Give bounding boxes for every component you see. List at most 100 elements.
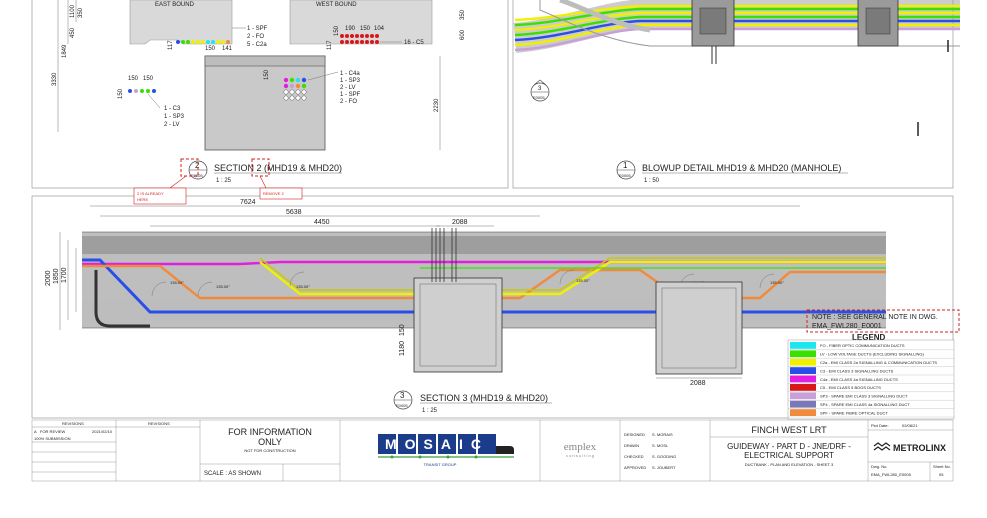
left-duct-group [128,89,156,93]
title-block: REVISIONS REVISIONS A FOR REVIEW 2021/02… [31,419,954,482]
angle-3: 135.00° [576,278,590,283]
s3-dim-150: 150 [399,324,406,336]
s3-dim-7624: 7624 [240,199,256,206]
sign-value-3: S. JOUBERT [652,465,676,470]
mosaic-logo: MOSAIC TRANSIT GROUP [378,434,514,467]
revision-submission: 100% SUBMISSION [34,436,71,441]
left-group-dim-0: 150 [128,76,139,82]
section2-number: 2 [195,161,200,170]
general-note-line-0: NOTE : SEE GENERAL NOTE IN DWG. [812,314,938,321]
section3-title: SECTION 3 (MHD19 & MHD20) [420,393,548,403]
section3-manhole-1 [413,277,503,373]
manhole-dim-2230: 2230 [434,98,440,112]
scale-text: SCALE : AS SHOWN [204,471,261,477]
duct-c4a [82,260,886,266]
angle-5: 135.00° [770,280,784,285]
left-group-label-2: 2 - LV [164,122,180,128]
left-group-dim-1: 150 [143,76,154,82]
east-label-2: 5 - C2a [247,42,267,48]
blowup-title: BLOWUP DETAIL MHD19 & MHD20 (MANHOLE) [642,163,841,173]
west-dim-117: 117 [327,40,333,50]
s3-dim-1850: 1850 [53,268,60,284]
s3-dim-2088: 2088 [452,219,468,226]
sheet-no: 05 [939,472,944,477]
legend-label: SP3 - SPARE EMI CLASS 3 SIGNALLING DUCT [820,394,908,399]
legend-label: LV - LOW VOLTAGE DUCTS (EXCLUDING SIGNAL… [820,352,924,357]
blowup-callout-ref: E0005 [533,95,545,100]
section3-drawing: 7624 5638 4450 2088 2000 1850 1700 [45,199,886,414]
markup-note-line-1: HERE [137,197,148,202]
blowup-number: 1 [623,161,628,170]
dwg-no: EMA_FWL280_E0005 [871,472,912,477]
s3-dim-bottom: 2088 [690,380,706,387]
revision-id: A [34,429,37,434]
mosaic-wordmark: MOSAIC [385,436,489,452]
general-note-line-1: EMA_FWL280_E0001 [812,323,882,330]
legend-label: SP4 - SPARE EMI CLASS 4a SIGNALLING DUCT [820,402,910,407]
left-group-dim-2: 150 [118,88,124,99]
markup-note-line-0: 2 IS ALREADY [137,191,164,196]
dim-1849: 1849 [62,44,68,58]
legend-label: C4a - EMI CLASS 4a SIGNALLING DUCTS [820,377,898,382]
dim-3330: 3330 [52,72,58,86]
west-bound-label: WEST BOUND [316,2,357,8]
general-note: NOTE : SEE GENERAL NOTE IN DWG. EMA_FWL2… [806,309,960,333]
section2-title: SECTION 2 (MHD19 & MHD20) [214,163,342,173]
emplex-logo: emplex [564,441,597,453]
west-dim-600: 600 [460,29,466,40]
legend-swatch [790,375,816,383]
west-dim-150b: 150 [334,25,340,36]
legend-title: LEGEND [852,333,886,342]
blowup-detail: 3 E0005 1 E0005 BLOWUP DETAIL MHD19 & MH… [513,0,960,184]
info-main-0: FOR INFORMATION [228,427,312,437]
manhole-label-3: 1 - SPF [340,92,361,98]
legend-label: C5 - EMI CLASS 5 BOGS DUCTS [820,385,881,390]
legend-label: C2a - EMI CLASS 2a SIGNALLING & COMMUNIC… [820,360,937,365]
manhole-label-4: 2 - FO [340,99,357,105]
dim-450: 450 [70,27,76,38]
section3-number: 3 [400,391,405,400]
drawing-subtitle: DUCTBANK - PLAN AND ELEVATION - SHEET 3 [745,462,834,467]
info-main-1: ONLY [258,437,282,447]
east-label-1: 2 - FO [247,34,264,40]
sign-value-2: S. GOODING [652,454,676,459]
legend-swatch [790,350,816,358]
section3-scale: 1 : 25 [422,408,438,414]
sign-label-3: APPROVED [624,465,646,470]
section3-frame [31,195,954,419]
revisions-header-1: REVISIONS [148,421,170,426]
legend-swatch [790,392,816,400]
project-name: FINCH WEST LRT [751,425,827,435]
dwg-no-label: Dwg. No. [871,464,887,469]
metrolinx-wordmark: METROLINX [893,443,946,453]
east-label-0: 1 - SPF [247,26,268,32]
blowup-ref: E0005 [619,173,631,178]
manhole-label-2: 2 - LV [340,85,356,91]
s3-dim-2000: 2000 [45,270,52,286]
west-dim-190: 190 [345,26,356,32]
sign-label-1: DRAWN [624,443,639,448]
legend-swatch [790,409,816,416]
section2-drawing: EAST BOUND WEST BOUND 1 - SPF 2 - FO 5 -… [52,0,466,184]
s3-dim-1180: 1180 [399,341,406,356]
sign-label-0: DESIGNED [624,432,645,437]
markup-annotations: 2 IS ALREADY HERE REMOVE 2 [133,158,303,205]
revision-desc: FOR REVIEW [40,429,66,434]
markup-remove-2: REMOVE 2 [263,191,284,196]
sign-value-0: S. MORAIS [652,432,673,437]
sheet-no-label: Sheet No. [933,464,951,469]
legend-swatch [790,367,816,374]
dim-1100: 1100 [70,4,76,18]
angle-2: 135.00° [296,284,310,289]
drawing-title-0: GUIDEWAY - PART D - JNE/DRF - [727,442,851,451]
west-dim-150: 150 [360,26,371,32]
angle-0: 135.00° [170,280,184,285]
metrolinx-logo: METROLINX [873,442,946,453]
blowup-scale: 1 : 50 [644,178,660,184]
mosaic-sub: TRANSIT GROUP [424,462,457,467]
west-label-c5: 16 - C5 [404,40,424,46]
east-dim-150: 150 [205,46,216,52]
dim-350: 350 [78,7,84,18]
